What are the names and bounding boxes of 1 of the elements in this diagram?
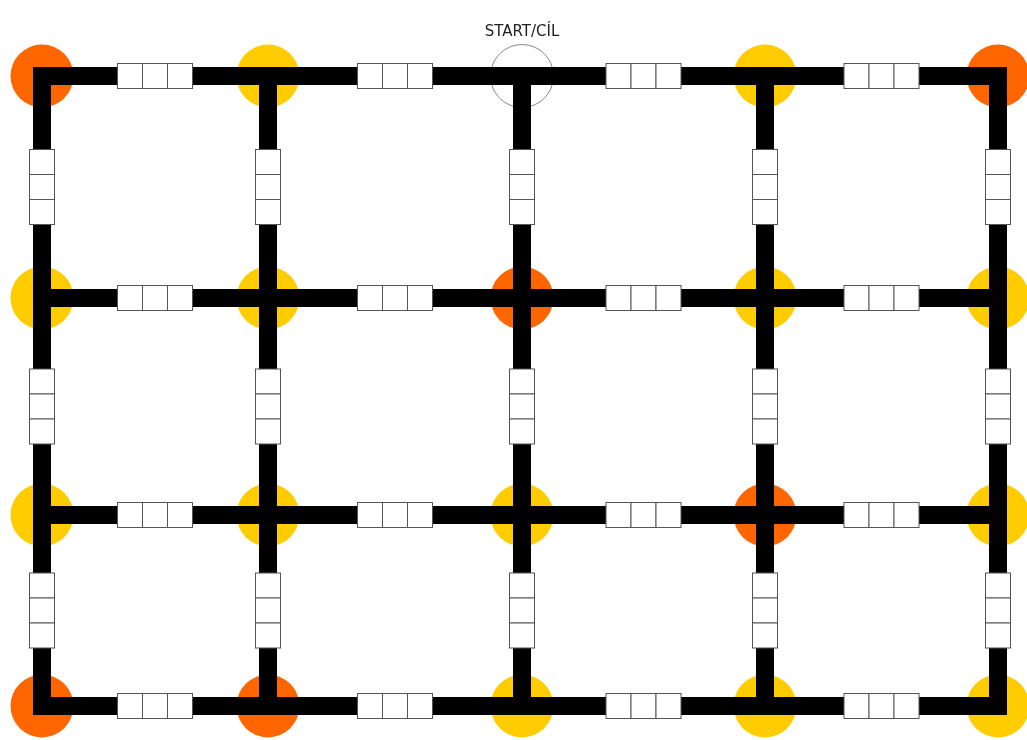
start-label: START/CÍL	[484, 22, 560, 40]
